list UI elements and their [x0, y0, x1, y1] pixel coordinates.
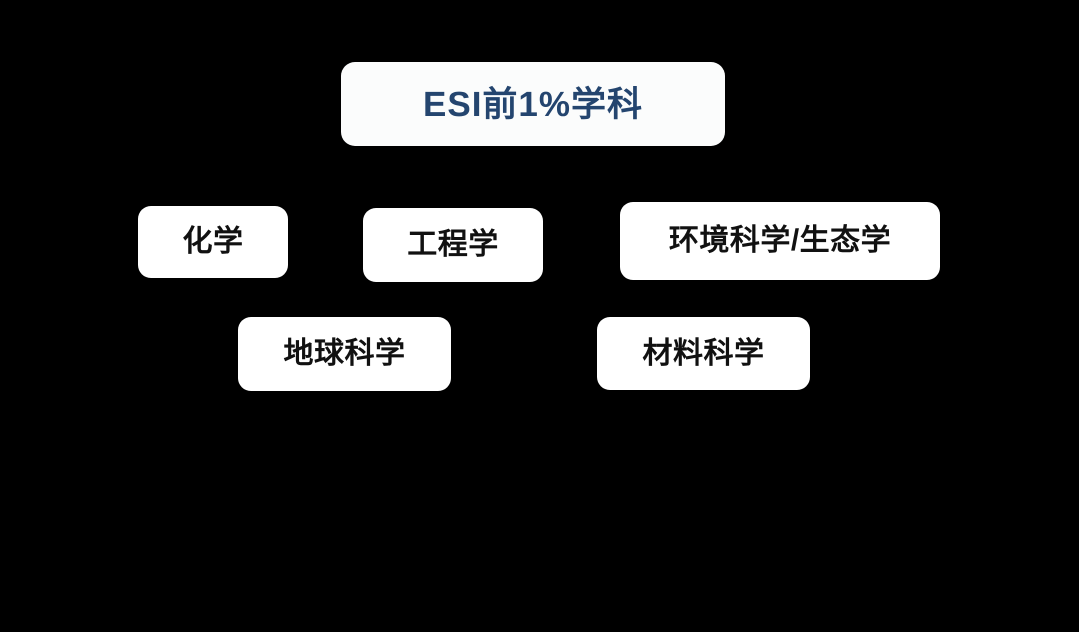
node-label-materials-science: 材料科学	[642, 336, 765, 370]
node-label-chemistry: 化学	[182, 225, 244, 258]
node-label-engineering: 工程学	[407, 228, 499, 261]
node-label-earth-science: 地球科学	[283, 337, 406, 370]
node-engineering[interactable]: 工程学	[363, 208, 543, 282]
node-label-esi-top-1-percent: ESI前1%学科	[423, 84, 643, 124]
node-chemistry[interactable]: 化学	[138, 206, 288, 278]
node-environment-ecology[interactable]: 环境科学/生态学	[620, 202, 940, 280]
node-label-environment-ecology: 环境科学/生态学	[668, 224, 892, 257]
node-materials-science[interactable]: 材料科学	[597, 317, 810, 390]
node-esi-top-1-percent[interactable]: ESI前1%学科	[341, 62, 725, 146]
node-earth-science[interactable]: 地球科学	[238, 317, 451, 391]
